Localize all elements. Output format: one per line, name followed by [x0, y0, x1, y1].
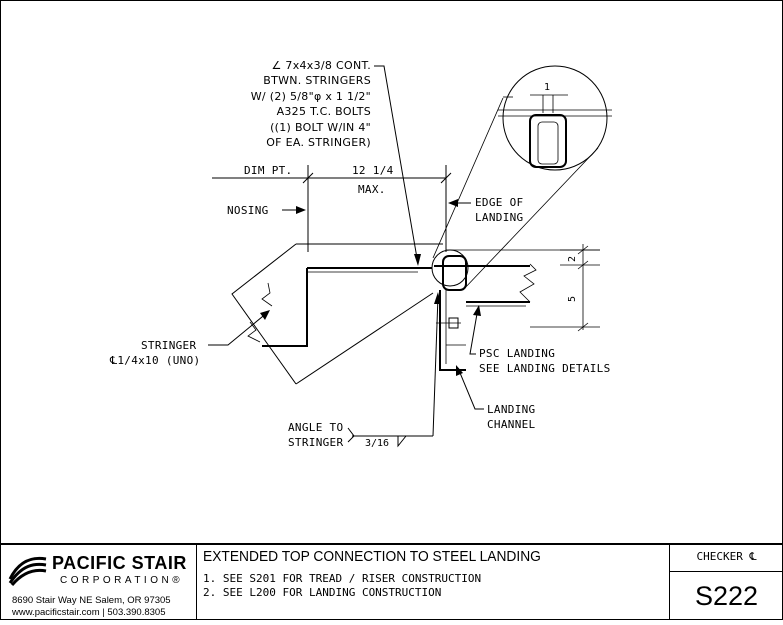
angle-callout-line-3: W/ (2) 5/8"φ x 1 1/2"	[251, 90, 371, 103]
nosing-label: NOSING	[227, 204, 269, 217]
dim-right-tick-2	[577, 260, 589, 270]
angle-callout-line-1: ∠ 7x4x3/8 CONT.	[271, 59, 371, 72]
edge-of-landing-arrowhead	[448, 199, 458, 207]
company-name: PACIFIC STAIR	[52, 553, 187, 573]
weld-size: 3/16	[365, 438, 389, 449]
angle-callout: ∠ 7x4x3/8 CONT. BTWN. STRINGERS W/ (2) 5…	[251, 59, 371, 149]
checker-label: CHECKER ℄	[670, 545, 783, 572]
angle-callout-line-6: OF EA. STRINGER)	[266, 136, 371, 149]
stair-stringer-section	[231, 243, 443, 385]
psc-landing-arrowhead	[473, 305, 481, 316]
landing-break-mark	[519, 263, 537, 303]
angle-to-stringer-line-1: ANGLE TO	[288, 421, 343, 434]
stringer-label-line-1: STRINGER	[141, 339, 196, 352]
sheet-number: S222	[694, 581, 759, 611]
angle-callout-leader	[374, 65, 419, 265]
landing-channel-leader	[457, 367, 484, 410]
dim-right-tick-1	[577, 245, 589, 255]
sheet-info-block: CHECKER ℄ S222	[670, 545, 783, 620]
stringer-left-edge	[231, 243, 297, 385]
connection-angle	[439, 290, 466, 371]
note-2: 2. SEE L200 FOR LANDING CONSTRUCTION	[203, 586, 442, 599]
description-block: EXTENDED TOP CONNECTION TO STEEL LANDING…	[197, 545, 670, 620]
detail-tangent-1	[432, 97, 504, 259]
company-address: 8690 Stair Way NE Salem, OR 97305	[12, 595, 171, 606]
weld-arrowhead	[434, 292, 441, 304]
title-block: PACIFIC STAIR CORPORATION® 8690 Stair Wa…	[0, 543, 783, 620]
stringer-break-mark	[261, 282, 273, 307]
drawing-title: EXTENDED TOP CONNECTION TO STEEL LANDING	[203, 548, 541, 565]
landing-detail-circle	[431, 249, 469, 287]
dim-right-5: 5	[567, 296, 578, 302]
weld-fillet-symbol	[397, 435, 407, 448]
weld-tail	[347, 427, 355, 443]
dim-value: 12 1/4	[352, 164, 394, 177]
tread-plate	[262, 268, 308, 347]
landing-channel-line-2: CHANNEL	[487, 418, 536, 431]
stringer-bottom-edge	[295, 292, 434, 385]
angle-callout-line-5: ((1) BOLT W/IN 4"	[270, 121, 371, 134]
company-subtitle: CORPORATION®	[60, 575, 184, 586]
angle-to-stringer-line-2: STRINGER	[288, 436, 343, 449]
dim-tick-left	[302, 172, 314, 184]
dimension-right: 2 5	[530, 244, 600, 332]
dim-tick-right	[440, 172, 452, 184]
dim-right-tick-3	[577, 322, 589, 332]
dimension-12-1-4: DIM PT. 12 1/4 MAX.	[212, 164, 452, 252]
company-block: PACIFIC STAIR CORPORATION® 8690 Stair Wa…	[0, 545, 197, 620]
angle-callout-line-2: BTWN. STRINGERS	[263, 74, 371, 87]
stringer-leader	[208, 311, 269, 346]
landing-tube	[442, 255, 467, 291]
landing-channel-arrowhead	[456, 365, 463, 376]
angle-callout-arrowhead	[414, 254, 421, 266]
dim-pt-label: DIM PT.	[244, 164, 292, 177]
psc-landing-line-2: SEE LANDING DETAILS	[479, 362, 611, 375]
psc-landing-line-1: PSC LANDING	[479, 347, 555, 360]
edge-of-landing-line-1: EDGE OF	[475, 196, 523, 209]
dim-right-2: 2	[567, 256, 578, 262]
stringer-arrowhead	[260, 310, 270, 320]
landing-channel-line-1: LANDING	[487, 403, 535, 416]
detail-enlargement: 1	[498, 65, 612, 171]
psc-landing-leader	[469, 307, 479, 355]
detail-circle	[502, 65, 608, 171]
stringer-break-mark-2	[247, 321, 261, 343]
company-logo-icon	[8, 556, 47, 586]
angle-callout-line-4: A325 T.C. BOLTS	[277, 105, 371, 118]
edge-of-landing-line-2: LANDING	[475, 211, 523, 224]
weld-arrow-leader	[432, 295, 439, 437]
note-1: 1. SEE S201 FOR TREAD / RISER CONSTRUCTI…	[203, 572, 482, 585]
dim-max: MAX.	[358, 183, 386, 196]
detail-tube	[529, 114, 567, 168]
company-contact: www.pacificstair.com | 503.390.8305	[12, 607, 166, 618]
detail-tube-inner	[537, 121, 559, 165]
stringer-label-line-2: ℄1/4x10 (UNO)	[109, 354, 200, 367]
detail-dim-label: 1	[544, 82, 550, 93]
nosing-arrowhead	[296, 206, 306, 214]
